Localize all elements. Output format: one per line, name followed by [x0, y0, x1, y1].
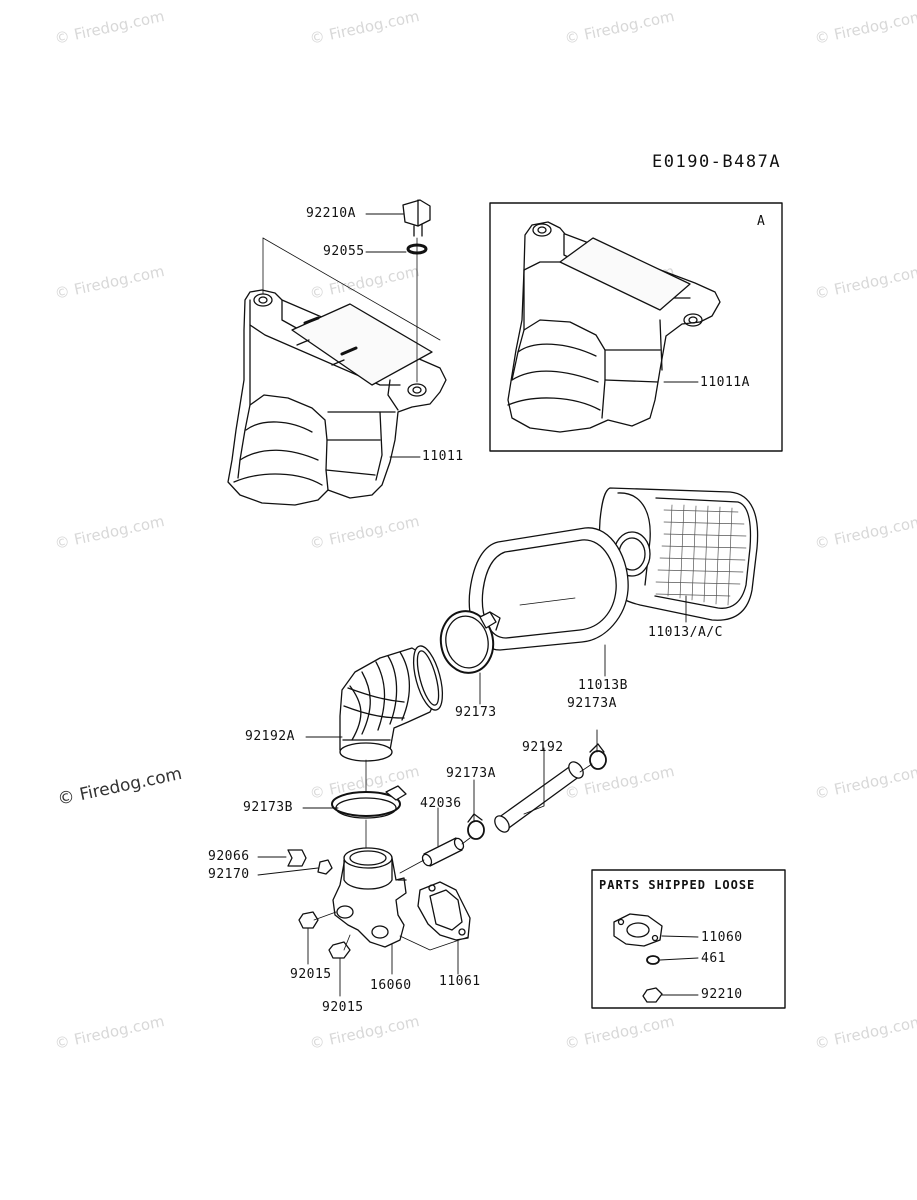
part-label[interactable]: 92210: [701, 987, 743, 1002]
part-label[interactable]: 92173A: [567, 696, 617, 711]
inset-cover-drawing: [507, 221, 721, 433]
part-label[interactable]: 461: [701, 951, 726, 966]
elbow-manifold-drawing: [332, 847, 407, 948]
part-label[interactable]: 92170: [208, 867, 250, 882]
part-label[interactable]: 92210A: [306, 206, 356, 221]
pipe-42036-drawing: [399, 837, 471, 874]
leader-lines: [257, 213, 699, 997]
part-label[interactable]: 92055: [323, 244, 365, 259]
loose-parts-title: PARTS SHIPPED LOOSE: [599, 878, 756, 892]
part-label[interactable]: 92015: [322, 1000, 364, 1015]
part-label[interactable]: 92192: [522, 740, 564, 755]
loose-parts-drawing: [613, 913, 663, 1003]
part-label[interactable]: 42036: [420, 796, 462, 811]
part-label[interactable]: 92173B: [243, 800, 293, 815]
part-label[interactable]: 92173A: [446, 766, 496, 781]
diagram-code: E0190-B487A: [652, 152, 782, 172]
part-label[interactable]: 11060: [701, 930, 743, 945]
part-label[interactable]: 11013B: [578, 678, 628, 693]
inset-letter: A: [757, 214, 766, 229]
part-label[interactable]: 11011A: [700, 375, 750, 390]
small-fasteners-drawing: [287, 849, 351, 959]
part-label[interactable]: 92066: [208, 849, 250, 864]
gasket-11061-drawing: [399, 881, 471, 951]
pre-cleaner-drawing: [468, 527, 629, 651]
elbow-hose-drawing: [339, 645, 444, 809]
part-label[interactable]: 92173: [455, 705, 497, 720]
part-label[interactable]: 92015: [290, 967, 332, 982]
part-label[interactable]: 16060: [370, 978, 412, 993]
part-label[interactable]: 11011: [422, 449, 464, 464]
inset-frame: [489, 202, 783, 452]
loose-parts-frame: [591, 869, 786, 1009]
clamp-92173b-drawing: [331, 785, 407, 849]
part-label[interactable]: 11013/A/C: [648, 625, 723, 640]
part-label[interactable]: 11061: [439, 974, 481, 989]
air-cleaner-cover-drawing: [227, 289, 447, 506]
part-label[interactable]: 92192A: [245, 729, 295, 744]
screw-and-washer-drawing: [262, 199, 441, 383]
clamp-92173-drawing: [439, 610, 501, 674]
hose-92192-drawing: [467, 743, 607, 840]
